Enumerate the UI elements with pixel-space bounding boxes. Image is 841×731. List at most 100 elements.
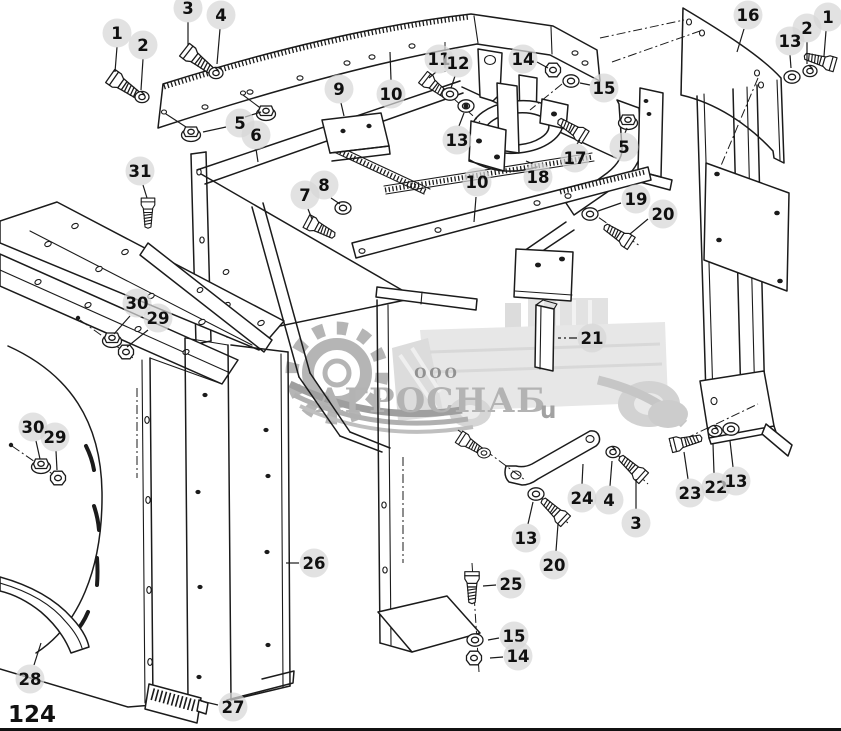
- bolt-glyph: [599, 219, 636, 251]
- bolt-glyph: [140, 197, 156, 229]
- svg-text:29: 29: [44, 428, 67, 447]
- svg-text:23: 23: [679, 484, 702, 503]
- callout-5: 5: [609, 127, 639, 162]
- lever-arm-24: [504, 430, 601, 486]
- svg-text:25: 25: [500, 575, 523, 594]
- svg-text:26: 26: [303, 554, 326, 573]
- svg-text:4: 4: [603, 491, 614, 510]
- callout-29: 29: [126, 303, 173, 348]
- bolt-glyph: [614, 450, 650, 485]
- svg-text:30: 30: [126, 294, 149, 313]
- svg-text:12: 12: [447, 54, 470, 73]
- callout-18: 18: [523, 160, 553, 192]
- callout-20: 20: [629, 199, 678, 235]
- radiator-panel-26: [184, 337, 295, 701]
- nut-glyph: [544, 62, 562, 78]
- svg-text:1: 1: [822, 8, 833, 27]
- rear-panel: [376, 299, 481, 653]
- svg-text:21: 21: [581, 329, 604, 348]
- svg-text:29: 29: [147, 309, 170, 328]
- watermark-company: АГРОСНАБ: [316, 381, 546, 421]
- svg-text:17: 17: [564, 149, 587, 168]
- callout-29: 29: [40, 422, 70, 471]
- callout-10: 10: [376, 51, 406, 109]
- svg-text:13: 13: [779, 32, 802, 51]
- svg-text:31: 31: [129, 162, 152, 181]
- watermark-org-type: ООО: [414, 366, 460, 382]
- svg-text:13: 13: [446, 131, 469, 150]
- callout-24: 24: [567, 463, 597, 513]
- flange-nut-glyph: [101, 332, 123, 349]
- flange-nut-glyph: [255, 105, 277, 122]
- nut-glyph: [117, 344, 135, 360]
- callout-1: 1: [813, 2, 841, 57]
- callout-21: 21: [558, 323, 607, 353]
- svg-text:20: 20: [652, 205, 675, 224]
- callout-17: 17: [560, 139, 590, 173]
- svg-text:24: 24: [571, 489, 594, 508]
- svg-text:5: 5: [234, 114, 245, 133]
- svg-text:13: 13: [515, 529, 538, 548]
- callout-28: 28: [15, 642, 45, 694]
- callout-14: 14: [489, 641, 533, 671]
- svg-text:10: 10: [466, 173, 489, 192]
- washer-glyph: [466, 633, 484, 647]
- callout-10: 10: [462, 167, 492, 223]
- bolt-glyph: [536, 493, 572, 528]
- bolt-glyph: [302, 214, 339, 243]
- washer-glyph: [783, 70, 801, 84]
- callout-2: 2: [128, 30, 158, 91]
- fasteners-layer: [30, 42, 838, 666]
- watermark-suffix: u: [540, 398, 556, 424]
- watermark-logo: ООО АГРОСНАБ u: [285, 298, 688, 434]
- callout-19: 19: [597, 184, 651, 214]
- callout-25: 25: [482, 569, 526, 599]
- washer-glyph: [441, 87, 459, 101]
- svg-text:6: 6: [250, 126, 261, 145]
- nut-glyph: [49, 470, 67, 486]
- bolt-glyph: [464, 571, 480, 605]
- svg-text:2: 2: [801, 19, 812, 38]
- bolt-glyph: [668, 430, 705, 454]
- callout-23: 23: [675, 451, 705, 508]
- callout-4: 4: [594, 460, 624, 515]
- callout-8: 8: [309, 170, 341, 205]
- support-channel: [696, 84, 793, 457]
- callout-13: 13: [775, 26, 805, 69]
- svg-text:14: 14: [507, 647, 530, 666]
- svg-text:2: 2: [137, 36, 148, 55]
- clamp-cup-18: [468, 48, 569, 172]
- callout-12: 12: [443, 48, 473, 89]
- plate-16: [680, 7, 785, 164]
- svg-text:8: 8: [318, 176, 329, 195]
- lock-washer-glyph: [134, 90, 150, 104]
- lock-washer-glyph: [605, 445, 621, 459]
- callout-9: 9: [324, 74, 354, 117]
- nut-glyph: [465, 650, 483, 666]
- lock-washer-glyph: [208, 66, 224, 80]
- top-support-bar: [157, 13, 601, 129]
- svg-text:16: 16: [737, 6, 760, 25]
- svg-text:7: 7: [299, 186, 310, 205]
- svg-text:1: 1: [111, 24, 122, 43]
- flange-nut-glyph: [180, 126, 202, 143]
- svg-text:4: 4: [215, 6, 226, 25]
- callout-31: 31: [125, 156, 155, 199]
- svg-text:15: 15: [503, 627, 526, 646]
- washer-glyph: [722, 422, 740, 436]
- washer-glyph: [477, 447, 491, 459]
- lock-washer-glyph: [707, 424, 723, 438]
- svg-text:3: 3: [630, 514, 641, 533]
- callout-13: 13: [511, 501, 541, 553]
- washer-glyph: [581, 207, 599, 221]
- callout-20: 20: [539, 523, 569, 580]
- flange-nut-glyph: [30, 458, 52, 475]
- fan-shroud: [0, 315, 223, 708]
- callout-4: 4: [206, 0, 236, 65]
- callout-1: 1: [102, 18, 132, 73]
- svg-text:13: 13: [725, 472, 748, 491]
- svg-text:3: 3: [182, 0, 193, 18]
- callout-30: 30: [18, 412, 48, 460]
